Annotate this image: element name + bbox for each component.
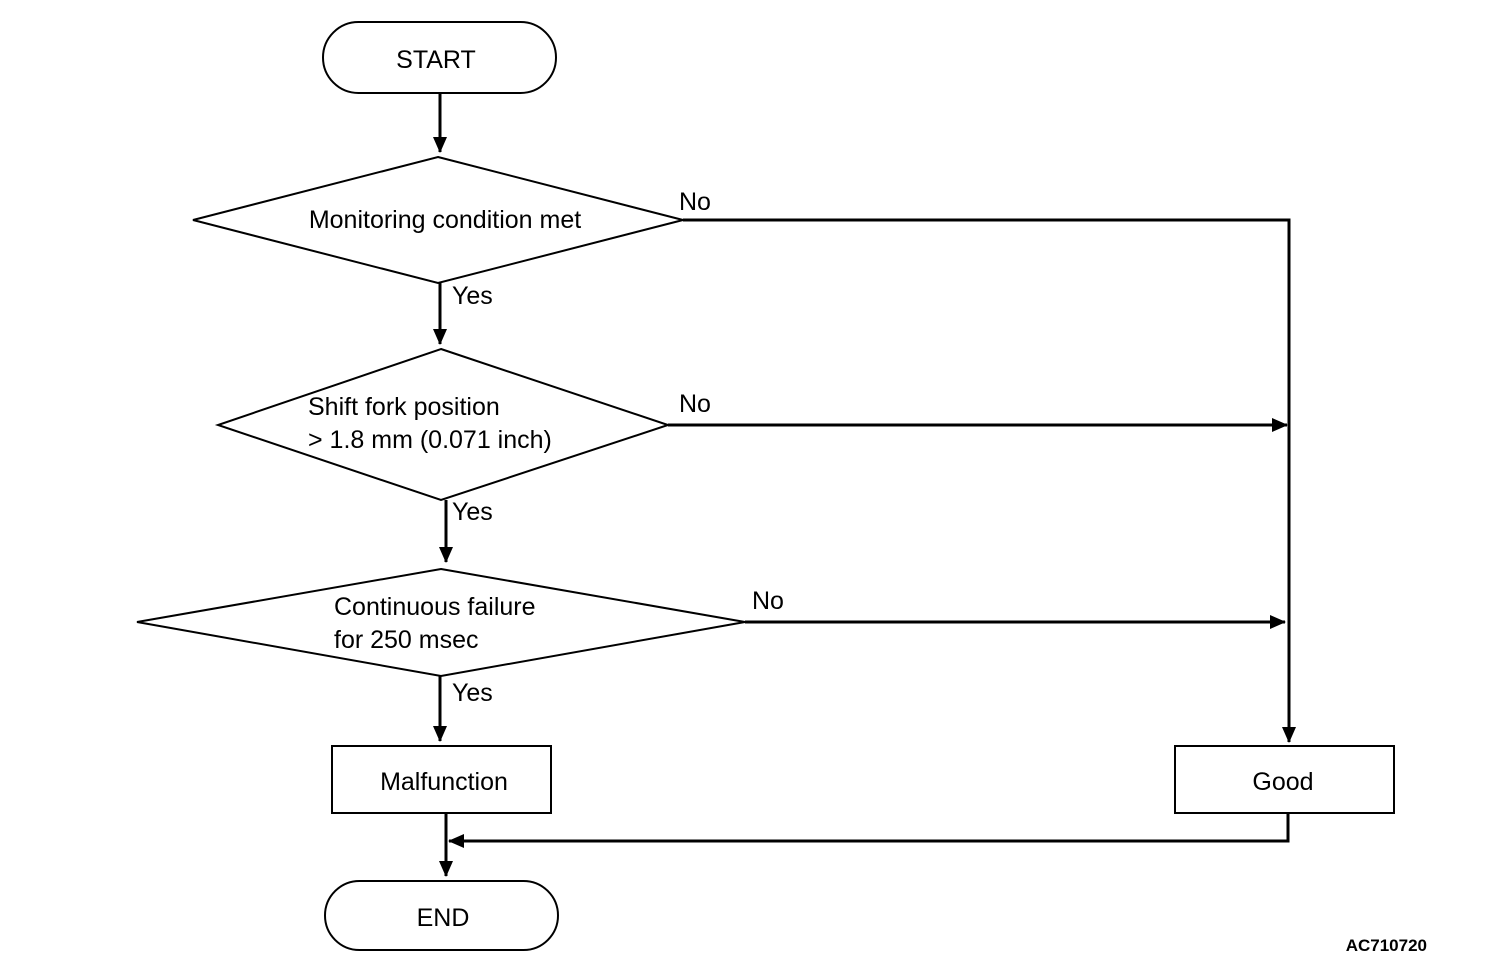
start-label: START (396, 46, 476, 74)
arrow-monitoring-no-to-good (683, 218, 1296, 743)
shift-fork-decision-line2: > 1.8 mm (0.071 inch) (308, 426, 552, 454)
continuous-failure-decision-line1: Continuous failure (334, 593, 536, 621)
end-label: END (417, 904, 470, 932)
continuous-failure-decision-line2: for 250 msec (334, 626, 479, 654)
arrow-good-to-end (448, 813, 1290, 848)
good-node: Good (1174, 745, 1395, 814)
shift-fork-no-label: No (679, 390, 711, 418)
shift-fork-yes-label: Yes (452, 498, 493, 526)
shift-fork-decision: Shift fork position > 1.8 mm (0.071 inch… (214, 347, 672, 502)
monitoring-decision-label: Monitoring condition met (309, 206, 581, 234)
malfunction-label: Malfunction (380, 768, 508, 796)
good-label: Good (1252, 768, 1313, 796)
monitoring-no-label: No (679, 188, 711, 216)
monitoring-decision: Monitoring condition met (192, 155, 684, 285)
malfunction-node: Malfunction (331, 745, 552, 814)
figure-id: AC710720 (1346, 936, 1427, 955)
start-node: START (322, 21, 557, 94)
continuous-failure-no-label: No (752, 587, 784, 615)
shift-fork-decision-line1: Shift fork position (308, 393, 500, 421)
continuous-failure-yes-label: Yes (452, 679, 493, 707)
end-node: END (324, 880, 559, 951)
monitoring-yes-label: Yes (452, 282, 493, 310)
continuous-failure-decision: Continuous failure for 250 msec (136, 567, 746, 678)
